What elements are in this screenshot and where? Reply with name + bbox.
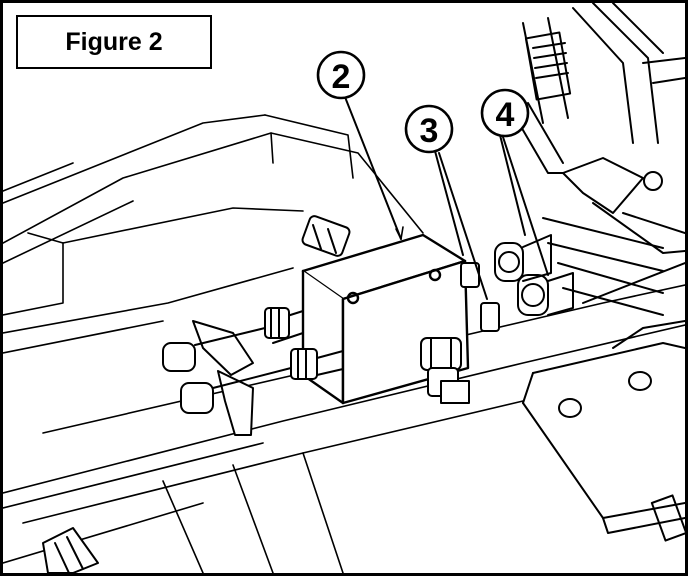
lower-left-fitting bbox=[42, 527, 99, 573]
callout-4: 4 bbox=[480, 88, 530, 138]
mounting-bracket bbox=[522, 157, 685, 542]
hydraulic-valve-illustration: 2 3 4 bbox=[3, 3, 685, 573]
figure-label: Figure 2 bbox=[16, 15, 212, 69]
callout-3: 3 bbox=[404, 104, 454, 154]
callout-number-3: 3 bbox=[420, 112, 439, 150]
left-fittings bbox=[162, 307, 344, 436]
callout-number-4: 4 bbox=[496, 96, 515, 134]
hydraulic-hoses bbox=[512, 3, 685, 316]
leader-lines bbox=[344, 96, 549, 300]
upper-fitting bbox=[301, 215, 351, 257]
callout-2: 2 bbox=[316, 50, 366, 100]
right-fittings bbox=[460, 234, 574, 332]
bottom-fitting bbox=[420, 337, 470, 404]
callout-number-2: 2 bbox=[332, 58, 351, 96]
